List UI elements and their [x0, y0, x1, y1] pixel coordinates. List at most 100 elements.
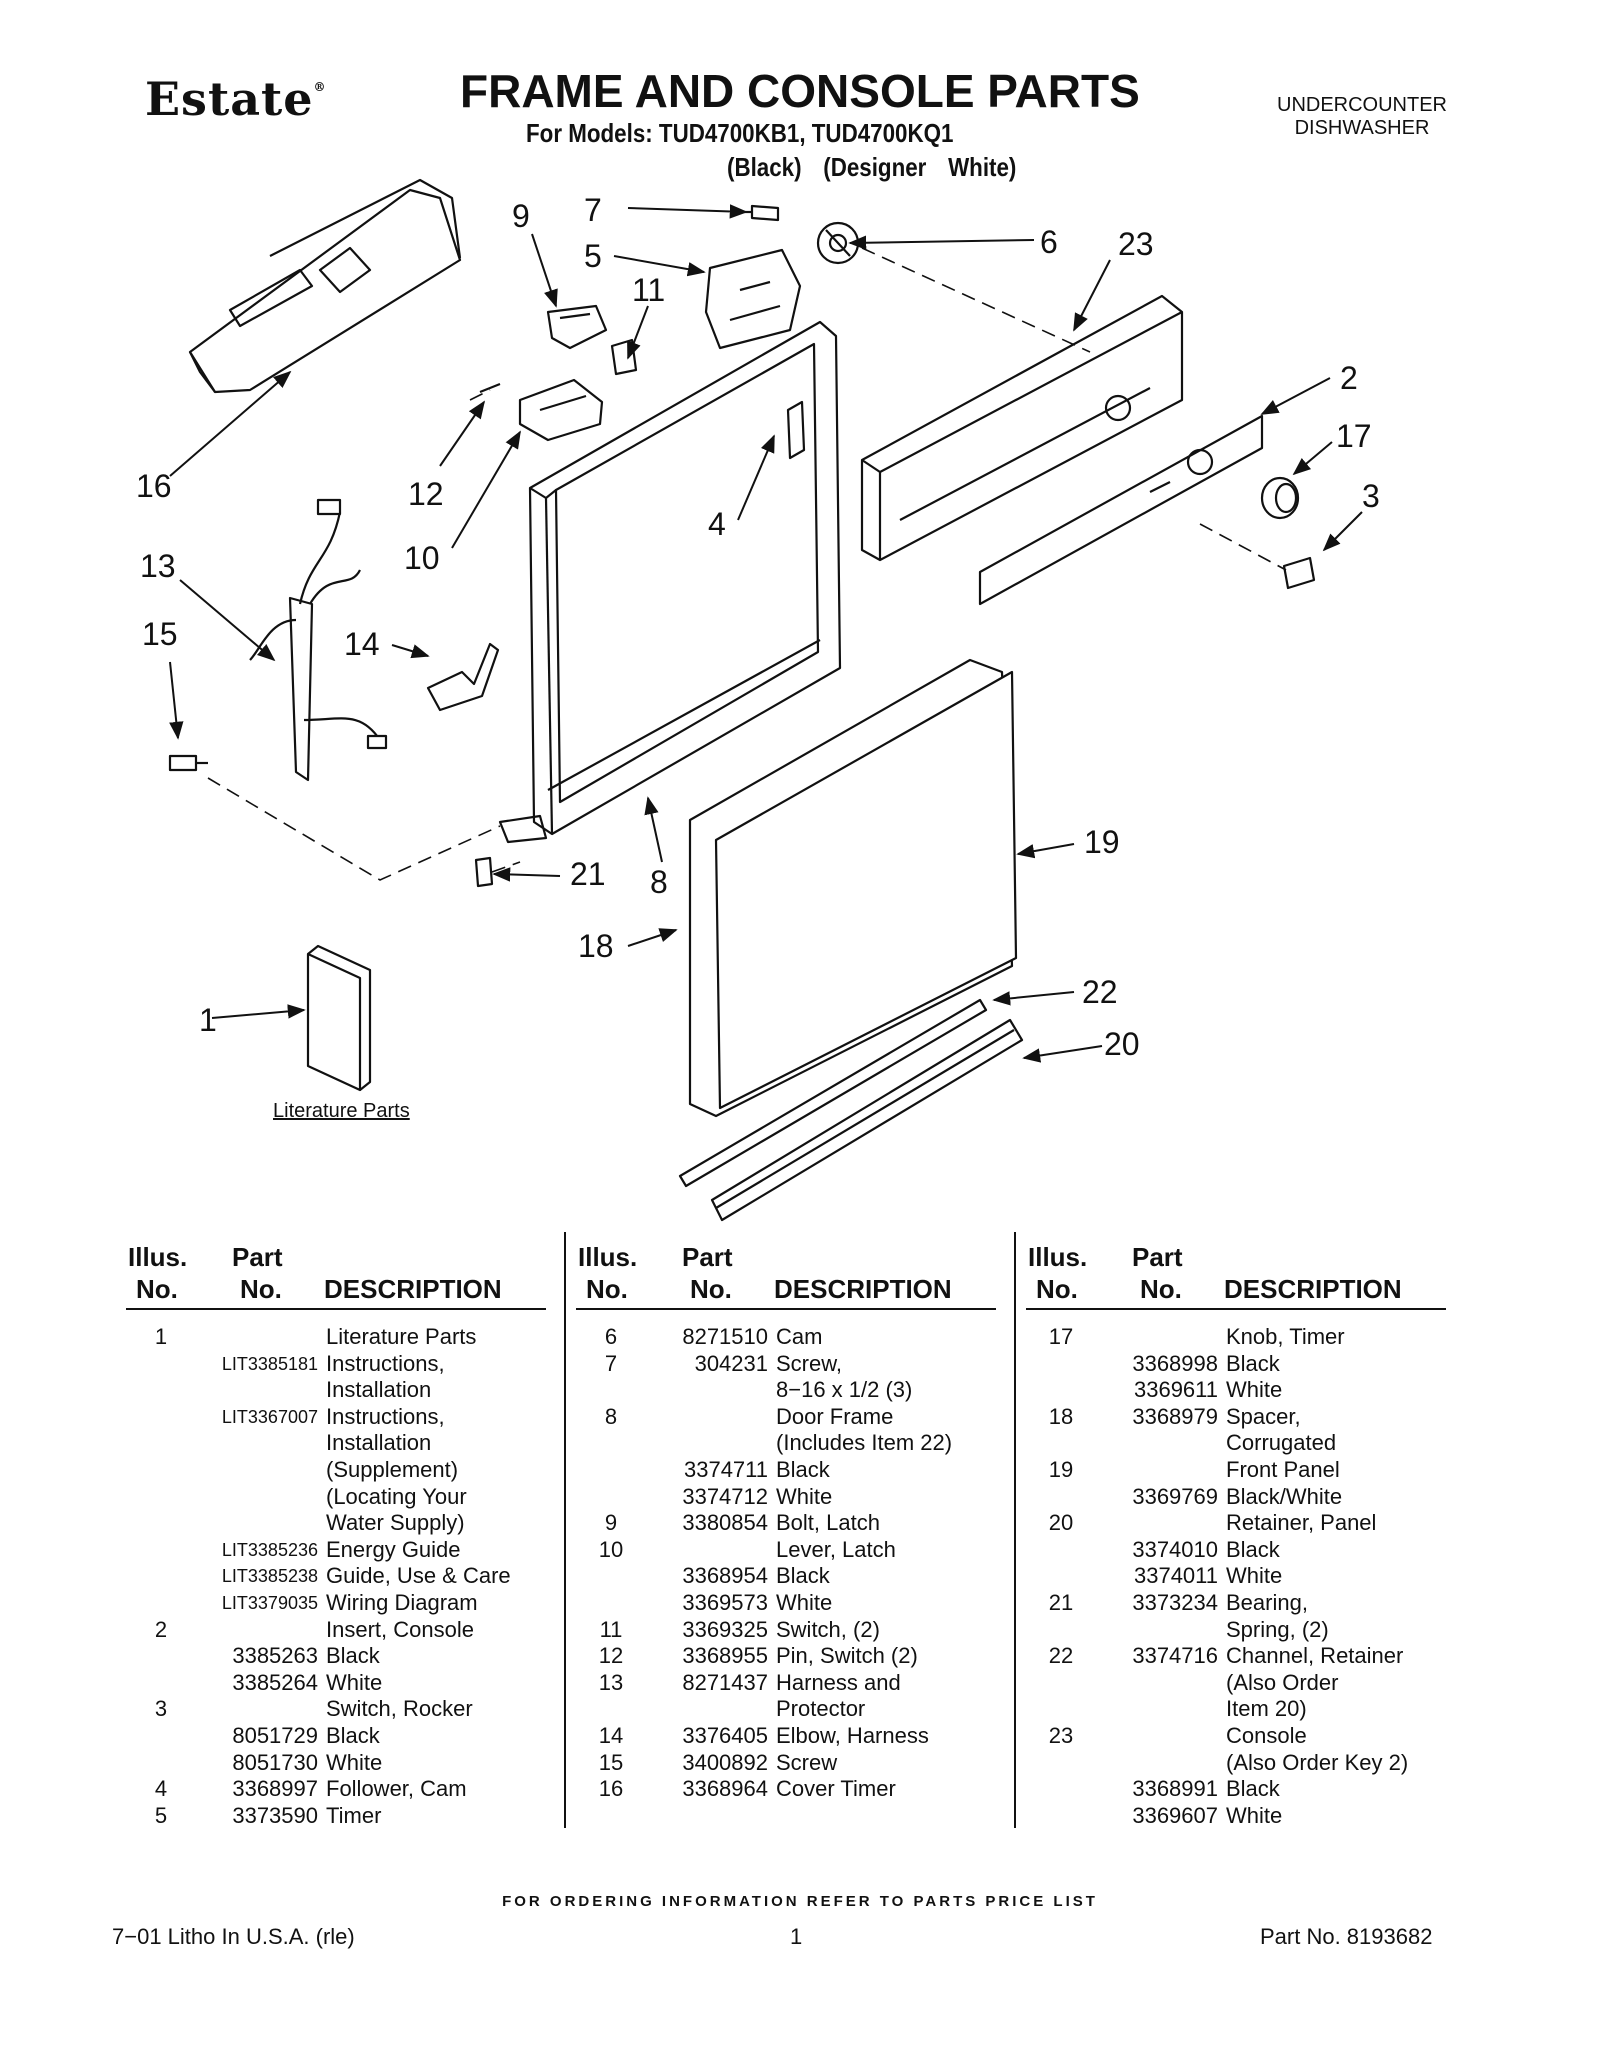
part-number — [196, 1377, 326, 1404]
part-number: 3368998 — [1132, 1350, 1218, 1376]
panel-retainer-part — [710, 1018, 1024, 1222]
part-description: Literature Parts — [326, 1324, 477, 1349]
illus-number: 16 — [598, 1776, 624, 1802]
illus-number: 15 — [598, 1749, 624, 1775]
part-description: (Supplement) — [326, 1456, 459, 1482]
callout-12: 12 — [408, 476, 444, 512]
illus-number: 11 — [599, 1616, 623, 1642]
illus-number — [126, 1590, 196, 1617]
part-description: Switch, (2) — [776, 1616, 880, 1642]
part-number — [646, 1537, 776, 1564]
part-number — [196, 1696, 326, 1723]
illus-number — [126, 1484, 196, 1511]
part-description: Spring, (2) — [1226, 1616, 1329, 1642]
part-number: 304231 — [694, 1350, 768, 1376]
colors-line: (Black) (Designer White) — [727, 152, 1017, 182]
part-description: Channel, Retainer — [1226, 1643, 1404, 1669]
illus-number — [126, 1723, 196, 1750]
part-number — [646, 1430, 776, 1457]
spring-bearing-part — [474, 856, 494, 888]
illus-number — [1026, 1617, 1096, 1644]
part-number — [646, 1404, 776, 1431]
part-number — [196, 1457, 326, 1484]
rocker-switch-part — [1282, 556, 1316, 590]
part-number — [196, 1484, 326, 1511]
illus-number — [576, 1457, 646, 1484]
part-description: Timer — [326, 1802, 382, 1828]
part-number: 3369573 — [682, 1589, 768, 1615]
part-number: 3369769 — [1132, 1483, 1218, 1509]
part-description: Screw, — [776, 1350, 843, 1376]
illus-number — [126, 1537, 196, 1564]
part-description: Screw — [776, 1749, 838, 1775]
callout-6: 6 — [1040, 224, 1058, 260]
part-number: 3400892 — [682, 1749, 768, 1775]
illus-number — [126, 1404, 196, 1431]
part-header-line1: Part — [682, 1242, 733, 1272]
latch-lever-part — [518, 378, 604, 442]
callout-7: 7 — [584, 192, 602, 228]
illus-number: 10 — [598, 1536, 624, 1562]
console-part — [860, 294, 1184, 562]
part-description: (Also Order Key 2) — [1226, 1749, 1409, 1775]
category-line-1: UNDERCOUNTER — [1277, 94, 1447, 116]
part-description: Spacer, — [1226, 1403, 1301, 1429]
part-number: 8051729 — [232, 1722, 318, 1748]
illus-number: 8 — [604, 1403, 618, 1429]
part-number: 3374010 — [1132, 1536, 1218, 1562]
illus-number — [126, 1430, 196, 1457]
part-number: 8271437 — [682, 1669, 768, 1695]
illus-number: 14 — [598, 1722, 624, 1748]
illus-number — [1026, 1563, 1096, 1590]
callout-16: 16 — [136, 468, 172, 504]
brand-name: Estate — [145, 72, 314, 126]
part-number: 3373590 — [232, 1802, 318, 1828]
callout-19: 19 — [1084, 824, 1120, 860]
callout-20: 20 — [1104, 1026, 1140, 1062]
part-number — [646, 1696, 776, 1723]
part-number: 3374712 — [682, 1483, 768, 1509]
illus-header-line2: No. — [586, 1274, 628, 1304]
part-number — [1096, 1670, 1226, 1697]
table-row: Spring, (2) — [1026, 1617, 1446, 1644]
illus-number: 1 — [154, 1324, 168, 1349]
illus-number — [126, 1643, 196, 1670]
callout-1: 1 — [199, 1002, 217, 1038]
illus-number: 21 — [1048, 1589, 1074, 1615]
part-number: LIT3367007 — [221, 1406, 318, 1427]
part-description: Black — [326, 1722, 380, 1748]
part-header-line2: No. — [1140, 1274, 1182, 1304]
callout-15: 15 — [142, 616, 178, 652]
part-number — [1096, 1696, 1226, 1723]
callout-9: 9 — [512, 198, 530, 234]
table-row: 15 3400892 Screw — [576, 1750, 996, 1777]
table-header: Illus. No. Part No. DESCRIPTION — [1026, 1242, 1446, 1310]
illus-number — [1026, 1750, 1096, 1777]
part-number: 3369607 — [1132, 1802, 1218, 1828]
page-title: FRAME AND CONSOLE PARTS — [460, 65, 1140, 117]
illus-number: 13 — [598, 1669, 624, 1695]
part-number: 3368955 — [682, 1643, 768, 1669]
part-number: LIT3385181 — [221, 1353, 318, 1374]
illus-number: 6 — [604, 1324, 618, 1349]
illus-number: 7 — [604, 1350, 618, 1376]
part-description: (Locating Your — [326, 1483, 467, 1509]
part-description: White — [1226, 1377, 1283, 1403]
illus-number: 17 — [1048, 1324, 1074, 1349]
part-description: Black/White — [1226, 1483, 1343, 1509]
part-number: 8051730 — [232, 1749, 318, 1775]
console-insert-part — [978, 414, 1264, 606]
latch-bolt-part — [546, 304, 608, 350]
